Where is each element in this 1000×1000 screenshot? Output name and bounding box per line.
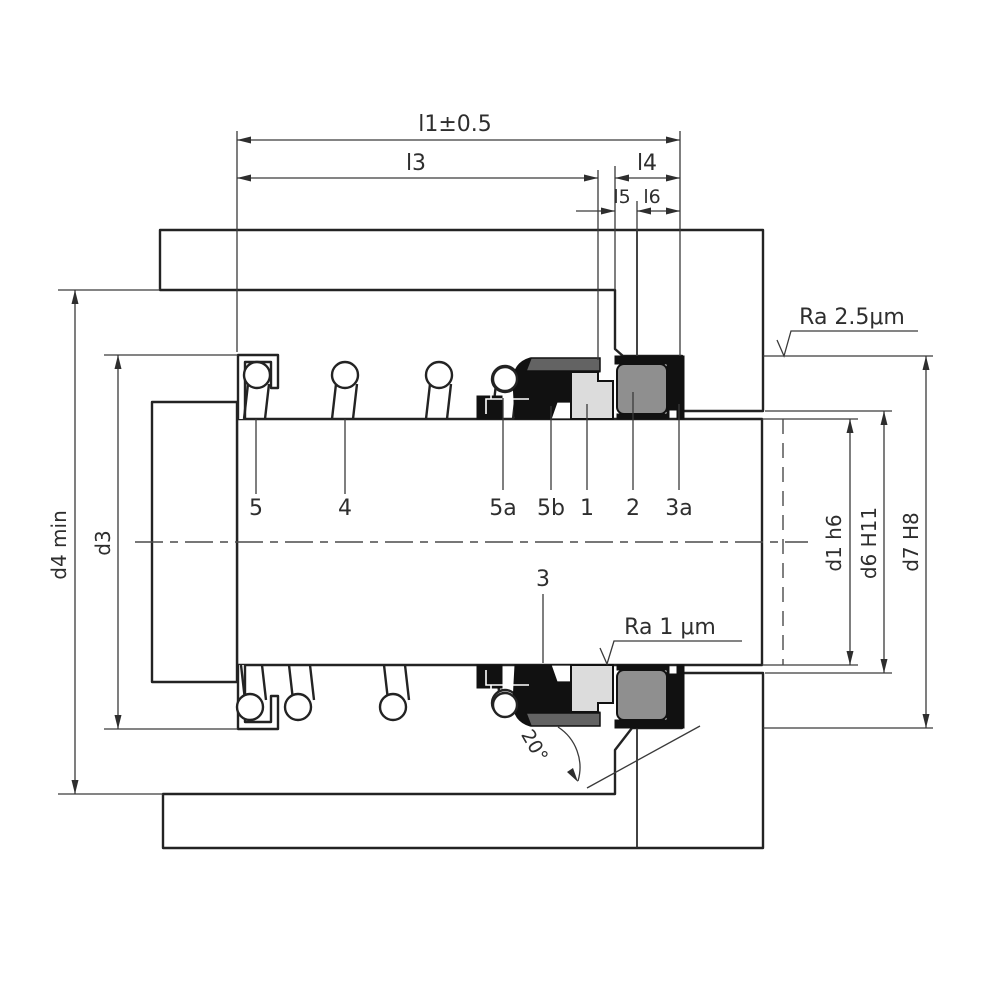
seat-ring-top — [616, 363, 668, 415]
part-label-3a: 3a — [665, 496, 692, 521]
dim-d3-label: d3 — [91, 530, 115, 555]
bellows-assembly — [476, 357, 601, 727]
angle-arc — [557, 726, 581, 782]
seat-ring-bottom — [616, 669, 668, 721]
dim-l5-label: l5 — [613, 186, 630, 208]
surface-finish-callouts: Ra 2.5μm Ra 1 μm — [599, 305, 918, 666]
retainer-block-top — [476, 395, 503, 420]
spring-coil-in-bellows-bottom — [491, 691, 519, 719]
spring-coil — [242, 360, 272, 390]
seat-cup-top — [614, 355, 685, 420]
spring-coil — [235, 692, 265, 722]
dimension-left: d4 min d3 — [47, 289, 238, 795]
roughness-symbol-bottom — [599, 640, 742, 666]
dim-d1-label: d1 h6 — [822, 514, 846, 571]
dimension-chain-top: l1±0.5 l3 l4 l5 l6 — [236, 112, 681, 360]
dim-l3-label: l3 — [406, 151, 426, 176]
spring-coil — [378, 692, 408, 722]
spring-legs-top — [242, 383, 519, 420]
dim-l6-label: l6 — [643, 186, 660, 208]
chamfer-line — [586, 725, 701, 789]
bellows-cap-band-top — [524, 357, 601, 372]
shaft — [135, 400, 858, 684]
retainer-block-bottom — [476, 664, 503, 689]
part-callouts: 5 4 5a 5b 1 2 3a 3 — [249, 392, 693, 663]
spring-coil-in-bellows-top — [491, 365, 519, 393]
part-label-3: 3 — [536, 567, 550, 592]
part-label-2: 2 — [626, 496, 640, 521]
seal-face — [570, 371, 614, 713]
part-label-5: 5 — [249, 496, 263, 521]
part-label-4: 4 — [338, 496, 352, 521]
dimension-right: d1 h6 d6 H11 d7 H8 — [763, 355, 933, 729]
roughness-bottom-label: Ra 1 μm — [624, 615, 716, 640]
spring-collar — [236, 353, 280, 731]
seal-face-top — [570, 371, 614, 420]
dim-l4-label: l4 — [637, 151, 657, 176]
roughness-symbol-top — [776, 330, 918, 358]
chamfer-angle-note: 20° — [516, 725, 701, 789]
bellows-cap-band-bottom — [524, 712, 601, 727]
dim-l1-label: l1±0.5 — [418, 112, 492, 137]
retainer-detail-bottom — [485, 670, 529, 698]
spring-coil — [283, 692, 313, 722]
spring-coil — [424, 360, 454, 390]
retainer-detail-top — [485, 386, 529, 414]
part-label-5b: 5b — [537, 496, 565, 521]
seat-cup-bottom — [614, 664, 685, 729]
dim-d7-label: d7 H8 — [899, 512, 923, 572]
part-label-1: 1 — [580, 496, 594, 521]
dim-d4-label: d4 min — [47, 510, 71, 580]
spring-coils-top — [242, 360, 520, 394]
seat-assembly — [614, 355, 685, 729]
angle-label: 20° — [516, 726, 552, 766]
spring-coil — [330, 360, 360, 390]
dim-d6-label: d6 H11 — [857, 507, 881, 579]
seal-face-bottom — [570, 664, 614, 713]
part-label-5a: 5a — [489, 496, 516, 521]
collar-top — [236, 353, 280, 419]
roughness-top-label: Ra 2.5μm — [799, 305, 905, 330]
